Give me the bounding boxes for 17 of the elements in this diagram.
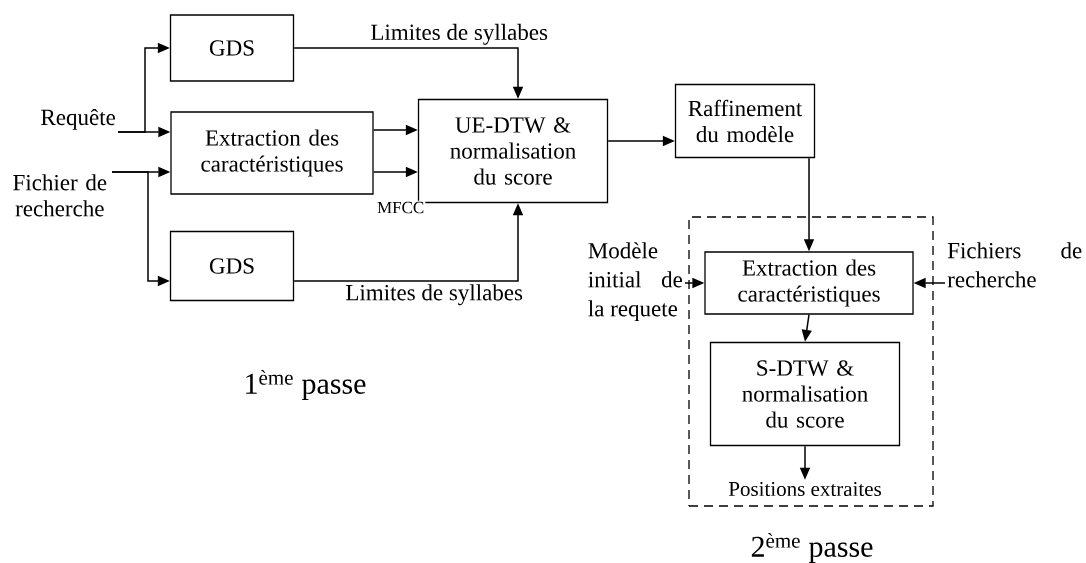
output-label: Positions extraites — [728, 481, 881, 497]
process-box: GDS — [169, 230, 295, 302]
edge-label: Limites de syllabes — [369, 22, 549, 46]
group-frame — [688, 216, 934, 507]
process-box: GDS — [169, 14, 295, 82]
caption: 2$^{ème}$ passe — [751, 533, 873, 563]
input-label: Modèle initial de la requete — [588, 242, 682, 322]
caption: 1$^{ème}$ passe — [246, 370, 366, 400]
input-label: Fichier de recherche — [13, 174, 107, 217]
process-box: S-DTW & normalisation du score — [709, 341, 901, 447]
edge-label: Limites de syllabes — [344, 283, 524, 307]
input-label: Fichiers de recherche — [947, 242, 1082, 288]
edge-label: MFCC — [376, 200, 426, 215]
process-box: Extraction des caractéristiques — [704, 251, 914, 315]
process-box: Raffinement du modèle — [674, 83, 816, 159]
input-label: Requête — [41, 108, 115, 130]
process-box: Extraction des caractéristiques — [170, 111, 374, 195]
